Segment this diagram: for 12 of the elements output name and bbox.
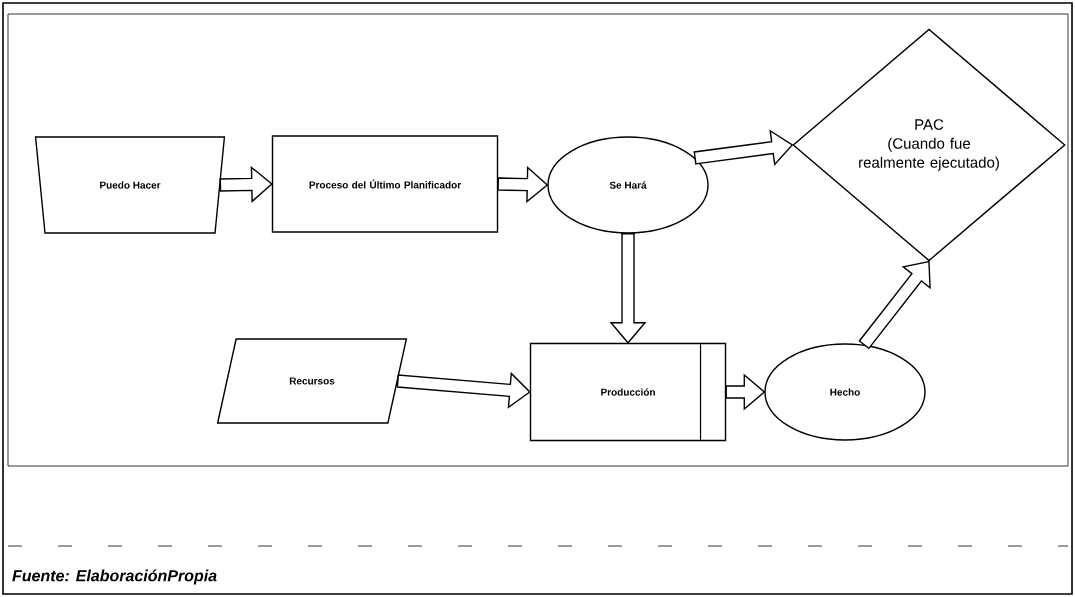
process-box: Proceso del Último Planificador [271,135,499,233]
block-arrow [858,260,931,350]
block-arrow [693,129,794,167]
block-arrow [219,165,273,203]
block-arrow [725,373,766,411]
block-arrow [396,371,531,409]
block-arrow [497,166,549,204]
block-arrow [609,233,647,344]
input-trapezoid: Puedo Hacer [34,136,226,234]
source-caption: Fuente: ElaboraciónPropia [12,569,217,585]
data-parallelogram: Recursos [216,338,408,424]
process-box: Producción [529,342,727,442]
